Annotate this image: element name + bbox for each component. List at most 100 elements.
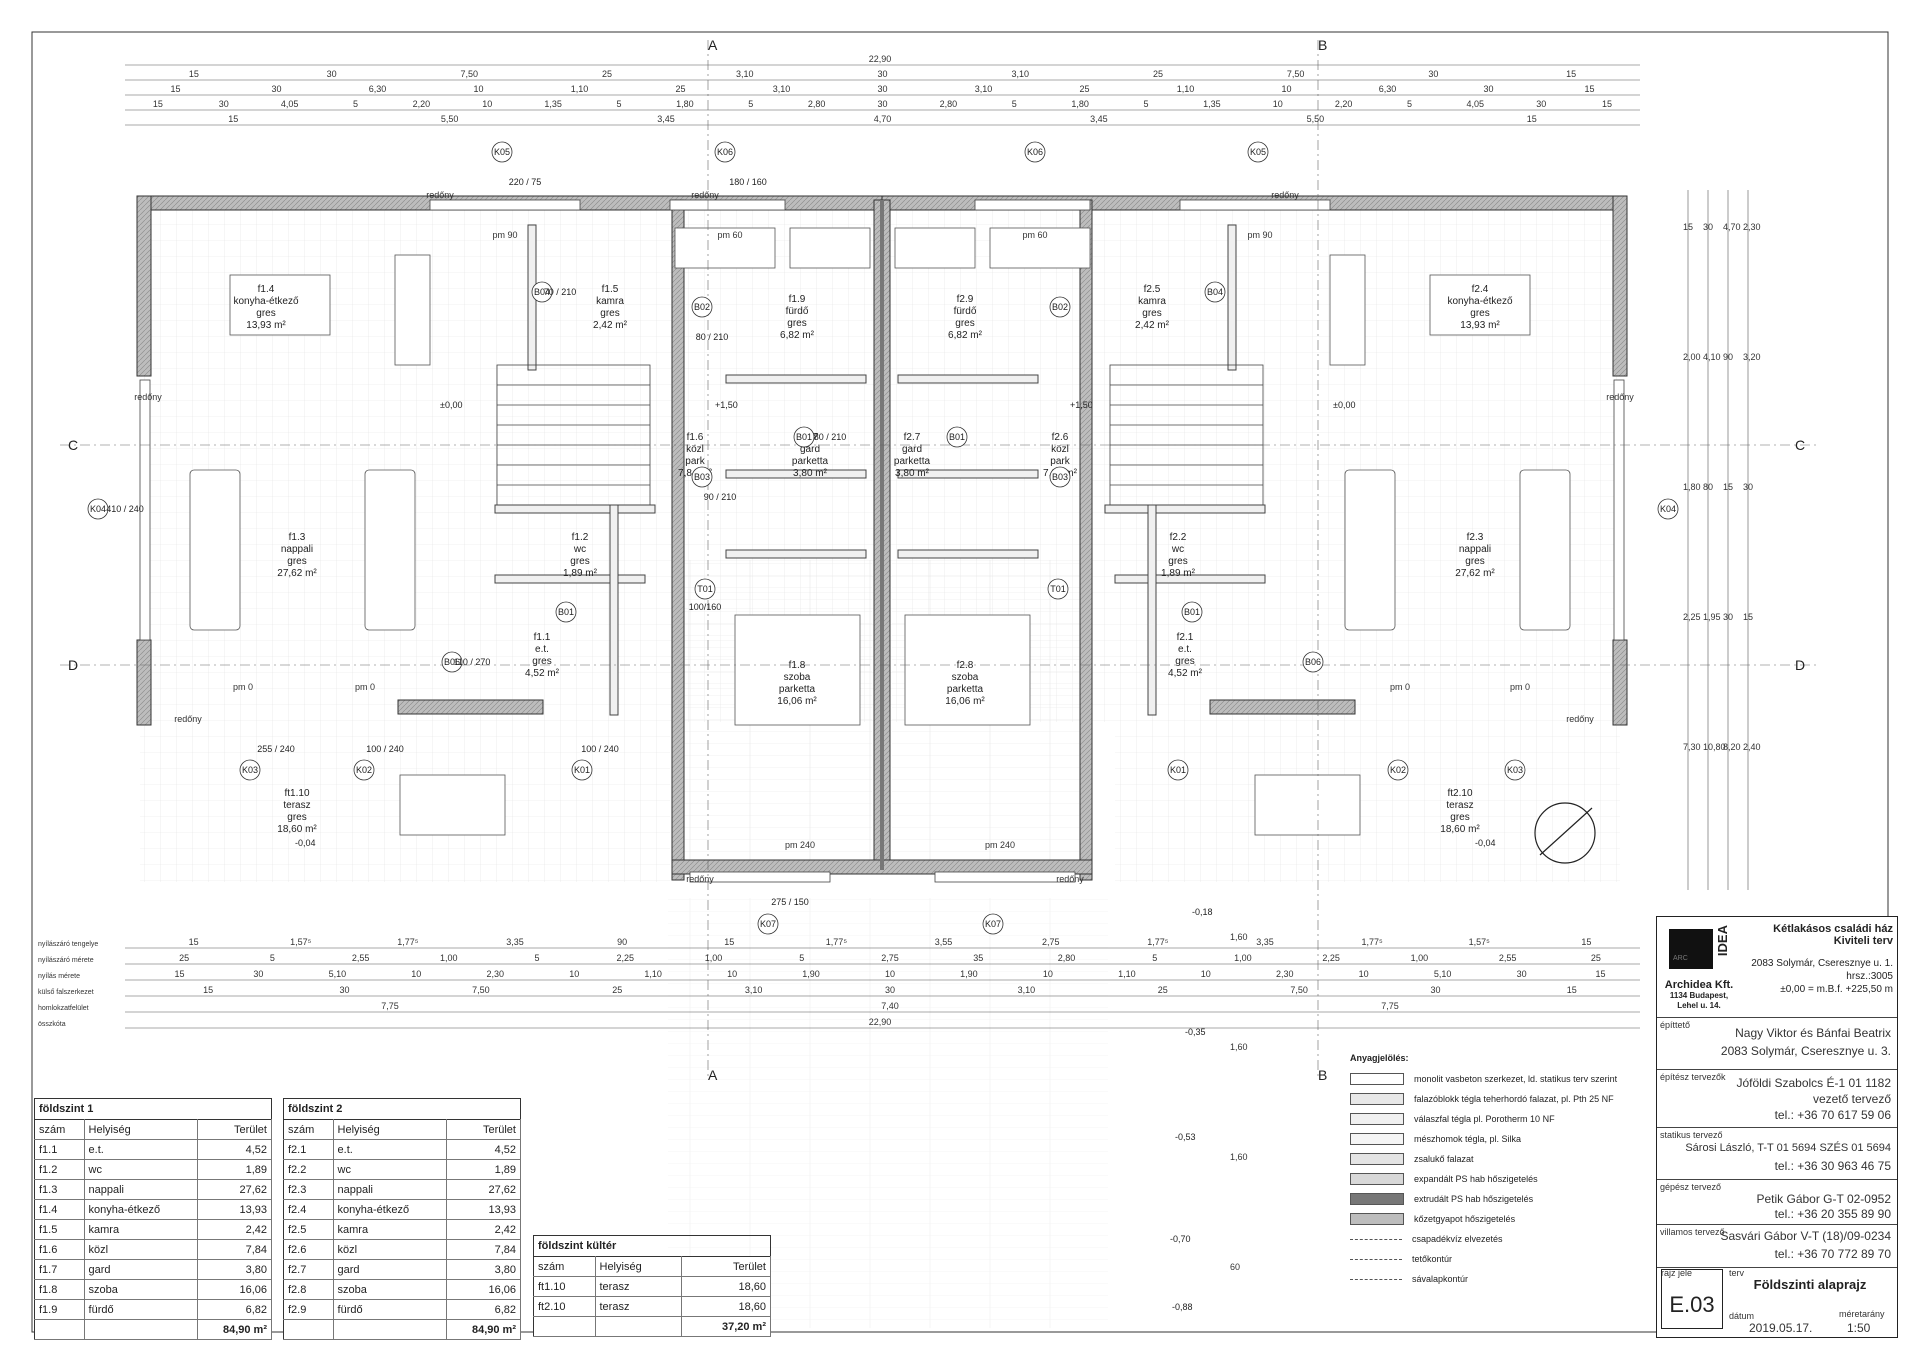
misc-label: redőny bbox=[1056, 874, 1084, 884]
dimension-row-label: nyílászáró mérete bbox=[38, 957, 94, 964]
dimension-value: 10 bbox=[1359, 969, 1369, 979]
tag-label: B06 bbox=[1305, 657, 1321, 667]
table-cell: 6,82 bbox=[197, 1299, 273, 1320]
dimension-value: 35 bbox=[973, 953, 983, 963]
dimension-value: 10 bbox=[473, 84, 483, 94]
tag-label: T01 bbox=[1050, 584, 1066, 594]
room-area: 2,42 m² bbox=[593, 320, 628, 331]
dimension-value: 3,10 bbox=[736, 69, 754, 79]
misc-label: redőny bbox=[1606, 392, 1634, 402]
misc-label: pm 0 bbox=[233, 682, 253, 692]
room-id: f1.1 bbox=[534, 632, 551, 643]
room-id: f2.7 bbox=[904, 432, 921, 443]
legend-swatch bbox=[1350, 1238, 1402, 1240]
tag-label: B04 bbox=[1207, 287, 1223, 297]
tag-circle bbox=[1047, 578, 1069, 600]
legend-swatch bbox=[1350, 1258, 1402, 1260]
dimension-value: 5,50 bbox=[441, 114, 459, 124]
tag-circle bbox=[946, 426, 968, 448]
level-mark: -0,53 bbox=[1175, 1132, 1196, 1142]
dimension-value: 30 bbox=[1483, 84, 1493, 94]
legend-label: falazóblokk tégla teherhordó falazat, pl… bbox=[1414, 1094, 1614, 1104]
level-mark: -0,88 bbox=[1172, 1302, 1193, 1312]
table-cell: kamra bbox=[84, 1219, 198, 1240]
room-name: fürdő bbox=[786, 306, 809, 317]
dimension-value: 1,60 bbox=[1230, 932, 1248, 942]
room-name: wc bbox=[1171, 544, 1184, 555]
tag-label: K02 bbox=[1390, 765, 1406, 775]
table-cell: f1.9 bbox=[34, 1299, 85, 1320]
dimension-value: 2,75 bbox=[881, 953, 899, 963]
table-cell: nappali bbox=[333, 1179, 447, 1200]
misc-label: redőny bbox=[691, 190, 719, 200]
room-floor: gres bbox=[256, 308, 275, 319]
tag-dimensions: 110 / 270 bbox=[454, 657, 491, 667]
dimension-value: 22,90 bbox=[869, 1017, 892, 1027]
table-cell: e.t. bbox=[84, 1139, 198, 1160]
room-area: 18,60 m² bbox=[1440, 824, 1480, 835]
room-name: szoba bbox=[784, 672, 811, 683]
dimension-value: 1,80 bbox=[1071, 99, 1089, 109]
table-cell: 13,93 bbox=[197, 1199, 273, 1220]
room-area: 3,80 m² bbox=[895, 468, 930, 479]
table-cell: közl bbox=[84, 1239, 198, 1260]
dimension-value: 3,20 bbox=[1743, 352, 1761, 362]
legend-label: expandált PS hab hőszigetelés bbox=[1414, 1174, 1538, 1184]
room-name: terasz bbox=[283, 800, 310, 811]
dimension-value: 2,30 bbox=[1276, 969, 1294, 979]
table-cell: terasz bbox=[595, 1276, 682, 1297]
dimension-value: 3,10 bbox=[1011, 69, 1029, 79]
table-cell: 6,82 bbox=[446, 1299, 522, 1320]
dimension-value: 1,35 bbox=[1203, 99, 1221, 109]
dimension-value: 3,10 bbox=[1018, 985, 1036, 995]
table-title: földszint 1 bbox=[34, 1098, 272, 1119]
dimension-value: 2,55 bbox=[1499, 953, 1517, 963]
dimension-value: 10 bbox=[482, 99, 492, 109]
table-cell: ft1.10 bbox=[533, 1276, 596, 1297]
room-name: gard bbox=[902, 444, 922, 455]
dimension-value: 90 bbox=[617, 937, 627, 947]
table-cell: 27,62 bbox=[197, 1179, 273, 1200]
table-cell: wc bbox=[333, 1159, 447, 1180]
project-subtitle: Kiviteli terv bbox=[1833, 935, 1893, 947]
legend-label: csapadékvíz elvezetés bbox=[1412, 1234, 1503, 1244]
dimension-value: 1,80 bbox=[1683, 482, 1701, 492]
dimension-value: 2,55 bbox=[352, 953, 370, 963]
misc-label: pm 240 bbox=[785, 840, 815, 850]
level-mark: -0,35 bbox=[1185, 1027, 1206, 1037]
legend-item: extrudált PS hab hőszigetelés bbox=[1350, 1189, 1640, 1209]
tag-label: B06 bbox=[444, 657, 460, 667]
dimension-row-label: külső falszerkezet bbox=[38, 989, 94, 996]
dimension-value: 1,57⁵ bbox=[1469, 937, 1491, 947]
legend-label: sávalapkontúr bbox=[1412, 1274, 1469, 1284]
dimension-value: 15 bbox=[189, 937, 199, 947]
table-cell: 1,89 bbox=[197, 1159, 273, 1180]
dimension-value: 5,10 bbox=[329, 969, 347, 979]
structural-label: statikus tervező bbox=[1660, 1130, 1723, 1140]
misc-label: pm 0 bbox=[1390, 682, 1410, 692]
mechanical-section: gépész tervező Petik Gábor G-T 02-0952 t… bbox=[1657, 1179, 1897, 1225]
legend-swatch bbox=[1350, 1113, 1404, 1125]
dimension-value: 2,20 bbox=[1335, 99, 1353, 109]
dimension-value: 1,77⁵ bbox=[1362, 937, 1384, 947]
table-cell: 2,42 bbox=[197, 1219, 273, 1240]
legend-label: extrudált PS hab hőszigetelés bbox=[1414, 1194, 1534, 1204]
firm-address-2: Lehel u. 14. bbox=[1677, 1001, 1721, 1010]
dimension-value: 2,80 bbox=[1058, 953, 1076, 963]
tag-label: K04 bbox=[1660, 504, 1676, 514]
room-id: f2.2 bbox=[1170, 532, 1187, 543]
table-cell: f1.7 bbox=[34, 1259, 85, 1280]
table-cell: 16,06 bbox=[197, 1279, 273, 1300]
dimension-value: 10 bbox=[885, 969, 895, 979]
table-cell: f1.6 bbox=[34, 1239, 85, 1260]
room-name: kamra bbox=[1138, 296, 1166, 307]
room-id: f1.8 bbox=[789, 660, 806, 671]
dimension-value: 5 bbox=[799, 953, 804, 963]
room-name: terasz bbox=[1446, 800, 1473, 811]
